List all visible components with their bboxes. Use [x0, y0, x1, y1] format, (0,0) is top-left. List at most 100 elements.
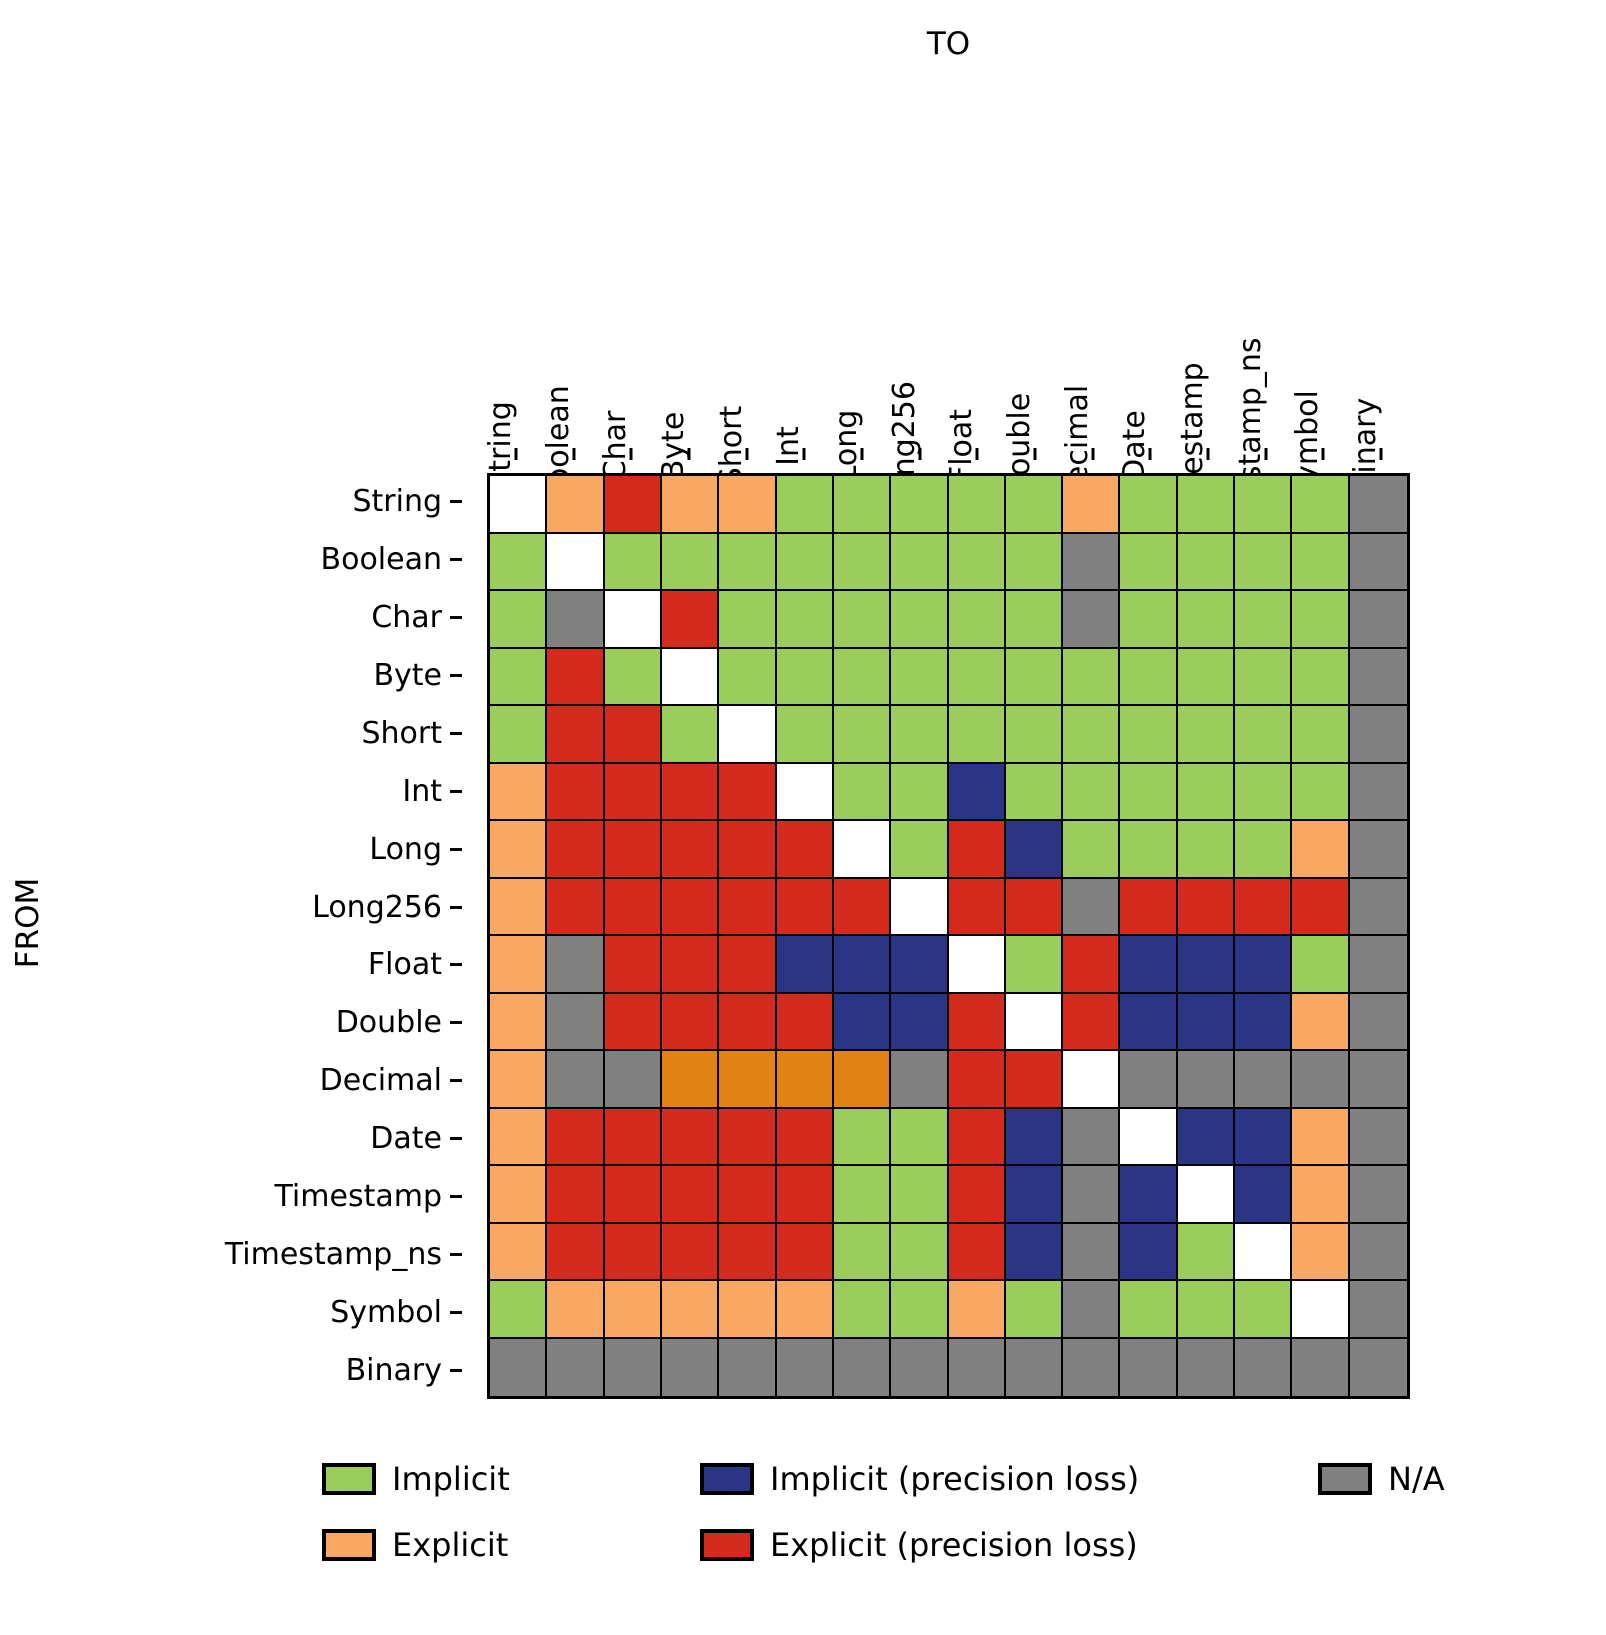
column-tick-mark — [918, 448, 922, 460]
row-label-text: Timestamp_ns — [224, 1236, 442, 1272]
matrix-cell — [1177, 821, 1236, 879]
matrix-cell — [1349, 1166, 1407, 1224]
matrix-cell — [948, 878, 1006, 936]
matrix-cell — [719, 1051, 777, 1109]
matrix-cell — [1063, 821, 1121, 879]
matrix-cell — [1349, 476, 1407, 534]
column-label-text: Date — [1117, 410, 1153, 482]
matrix-cell — [891, 936, 949, 994]
matrix-cell — [891, 1223, 949, 1281]
matrix-cell — [661, 1166, 720, 1224]
matrix-cell — [604, 591, 662, 649]
matrix-cell — [661, 476, 720, 534]
matrix-cell — [833, 706, 892, 764]
column-label-text: Byte — [655, 411, 691, 481]
row-label-decimal: Decimal — [0, 1052, 470, 1110]
matrix-cell — [1349, 1281, 1407, 1339]
matrix-cell — [1005, 706, 1064, 764]
column-label-timestamp: Timestamp — [1175, 120, 1237, 529]
matrix-cell — [776, 476, 834, 534]
column-tick-mark — [687, 448, 691, 460]
matrix-cell — [833, 1223, 892, 1281]
column-label-decimal: Decimal — [1060, 120, 1122, 507]
matrix-cell — [891, 1166, 949, 1224]
matrix-cell — [1349, 591, 1407, 649]
matrix-cell — [776, 878, 834, 936]
row-tick-mark — [450, 558, 462, 562]
legend-label: Implicit — [392, 1460, 510, 1498]
matrix-cell — [490, 993, 548, 1051]
matrix-cell — [833, 1051, 892, 1109]
matrix-cell — [776, 1166, 834, 1224]
matrix-cell — [547, 533, 605, 591]
matrix-cell — [1177, 476, 1236, 534]
matrix-cell — [1120, 1051, 1178, 1109]
row-label-short: Short — [0, 705, 470, 763]
row-label-text: Symbol — [330, 1294, 442, 1330]
legend-swatch-explicit-loss — [700, 1529, 754, 1561]
matrix-cell — [1120, 1223, 1178, 1281]
legend-item-explicit: Explicit — [322, 1526, 508, 1564]
matrix-cell — [1063, 1051, 1121, 1109]
matrix-cell — [776, 648, 834, 706]
matrix-cell — [948, 706, 1006, 764]
row-label-text: Long256 — [312, 889, 442, 925]
matrix-cell — [1005, 878, 1064, 936]
column-tick-mark — [1379, 448, 1383, 460]
matrix-cell — [833, 821, 892, 879]
matrix-cell — [490, 591, 548, 649]
matrix-cell — [1005, 1338, 1064, 1396]
legend-item-implicit: Implicit — [322, 1460, 510, 1498]
column-label-string: String — [483, 120, 545, 491]
matrix-cell — [1235, 648, 1293, 706]
matrix-cell — [1120, 706, 1178, 764]
matrix-cell — [661, 1108, 720, 1166]
matrix-cell — [490, 878, 548, 936]
row-label-boolean: Boolean — [0, 531, 470, 589]
matrix-cell — [833, 878, 892, 936]
matrix-cell — [948, 993, 1006, 1051]
matrix-cell — [547, 1223, 605, 1281]
matrix-cell — [1292, 706, 1350, 764]
matrix-cell — [833, 533, 892, 591]
matrix-cell — [776, 1338, 834, 1396]
matrix-cell — [490, 821, 548, 879]
row-tick-mark — [450, 963, 462, 967]
matrix-cell — [1349, 1223, 1407, 1281]
matrix-cell — [833, 648, 892, 706]
column-label-long: Long — [829, 120, 891, 483]
matrix-cell — [719, 591, 777, 649]
column-tick-mark — [1321, 448, 1325, 460]
row-label-timestamp_ns: Timestamp_ns — [0, 1225, 470, 1283]
matrix-cell — [1235, 993, 1293, 1051]
legend-swatch-implicit — [322, 1463, 376, 1495]
matrix-cell — [1120, 821, 1178, 879]
matrix-cell — [1177, 993, 1236, 1051]
matrix-cell — [1235, 1051, 1293, 1109]
matrix-cell — [1120, 648, 1178, 706]
row-label-timestamp: Timestamp — [0, 1168, 470, 1226]
matrix-cell — [776, 533, 834, 591]
matrix-cell — [490, 648, 548, 706]
matrix-cell — [948, 648, 1006, 706]
matrix-cell — [948, 1166, 1006, 1224]
matrix-cell — [719, 648, 777, 706]
row-label-byte: Byte — [0, 647, 470, 705]
matrix-cell — [1005, 993, 1064, 1051]
matrix-cell — [1063, 533, 1121, 591]
column-label-float: Float — [944, 120, 1007, 483]
matrix-cell — [1177, 533, 1236, 591]
matrix-cell — [604, 936, 662, 994]
matrix-cell — [948, 1051, 1006, 1109]
matrix-cell — [833, 1166, 892, 1224]
column-tick-mark — [1033, 448, 1037, 460]
row-tick-mark — [450, 616, 462, 620]
matrix-cell — [833, 1281, 892, 1339]
matrix-cell — [547, 821, 605, 879]
matrix-cell — [833, 1338, 892, 1396]
matrix-cell — [1005, 476, 1064, 534]
matrix-cell — [776, 1223, 834, 1281]
matrix-cell — [1005, 648, 1064, 706]
matrix-cell — [1235, 936, 1293, 994]
